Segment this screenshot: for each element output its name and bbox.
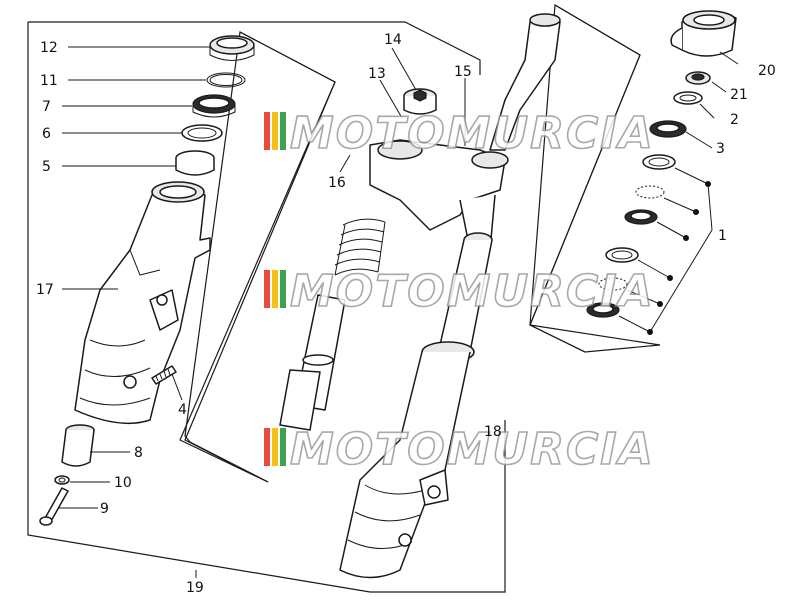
callout-label: 3 — [716, 141, 725, 157]
callout-label: 5 — [42, 159, 51, 175]
axle-sleeve-part — [61, 424, 95, 467]
steering-stem-part — [489, 13, 561, 151]
callout-label: 11 — [40, 73, 58, 89]
frame-inner-fork — [179, 31, 336, 483]
bullet-dots — [647, 181, 711, 335]
fork-slider-left-part — [74, 181, 211, 425]
bolt-4-part — [151, 365, 177, 385]
callout-label: 19 — [186, 580, 204, 596]
callout-label: 2 — [730, 112, 739, 128]
watermark-text: MOTOMURCIA — [290, 266, 655, 317]
washer-part — [181, 124, 223, 142]
callout-label: 15 — [454, 64, 472, 80]
washer-10-part — [54, 475, 70, 485]
bearing-kit-1-parts — [586, 154, 676, 318]
upper-bearing-race-3-part — [649, 120, 687, 138]
callout-label: 14 — [384, 32, 402, 48]
watermark-logo: MOTOMURCIA — [264, 423, 655, 476]
circlip-part — [206, 72, 246, 88]
callout-label: 8 — [134, 445, 143, 461]
watermark-group: MOTOMURCIA MOTOMURCIA MOTOMURCIA — [264, 107, 655, 476]
watermark-logo: MOTOMURCIA — [264, 107, 655, 160]
callout-label: 21 — [730, 87, 748, 103]
fork-tube-inner-part — [279, 294, 346, 431]
watermark-logo: MOTOMURCIA — [264, 265, 655, 318]
frame-bearing-kit — [529, 3, 661, 353]
callout-label: 6 — [42, 126, 51, 142]
leader-lines — [58, 46, 739, 578]
callout-label: 10 — [114, 475, 132, 491]
frame-left-assembly — [27, 21, 506, 593]
lock-washer-2-part — [673, 91, 703, 105]
callout-label: 9 — [100, 501, 109, 517]
oil-seal-part — [192, 94, 236, 118]
callout-label: 13 — [368, 66, 386, 82]
dust-seal-part — [209, 35, 255, 61]
ring-nut-21-part — [685, 71, 711, 85]
fork-spring-part — [334, 218, 386, 276]
fork-leg-right-part — [339, 232, 493, 579]
callout-label: 16 — [328, 175, 346, 191]
callout-label: 17 — [36, 282, 54, 298]
callout-label: 1 — [718, 228, 727, 244]
rubber-cover-part — [670, 10, 737, 57]
top-cap-part — [403, 88, 437, 115]
watermark-text: MOTOMURCIA — [290, 424, 655, 475]
callout-label: 18 — [484, 424, 502, 440]
callout-label: 4 — [178, 402, 187, 418]
watermark-text: MOTOMURCIA — [290, 108, 655, 159]
screw-9-part — [39, 487, 69, 526]
callout-labels: 12 11 7 6 5 17 4 8 10 9 19 14 13 15 16 1… — [36, 32, 776, 596]
callout-label: 12 — [40, 40, 58, 56]
callout-label: 7 — [42, 99, 51, 115]
bushing-part — [175, 150, 215, 176]
callout-label: 20 — [758, 63, 776, 79]
